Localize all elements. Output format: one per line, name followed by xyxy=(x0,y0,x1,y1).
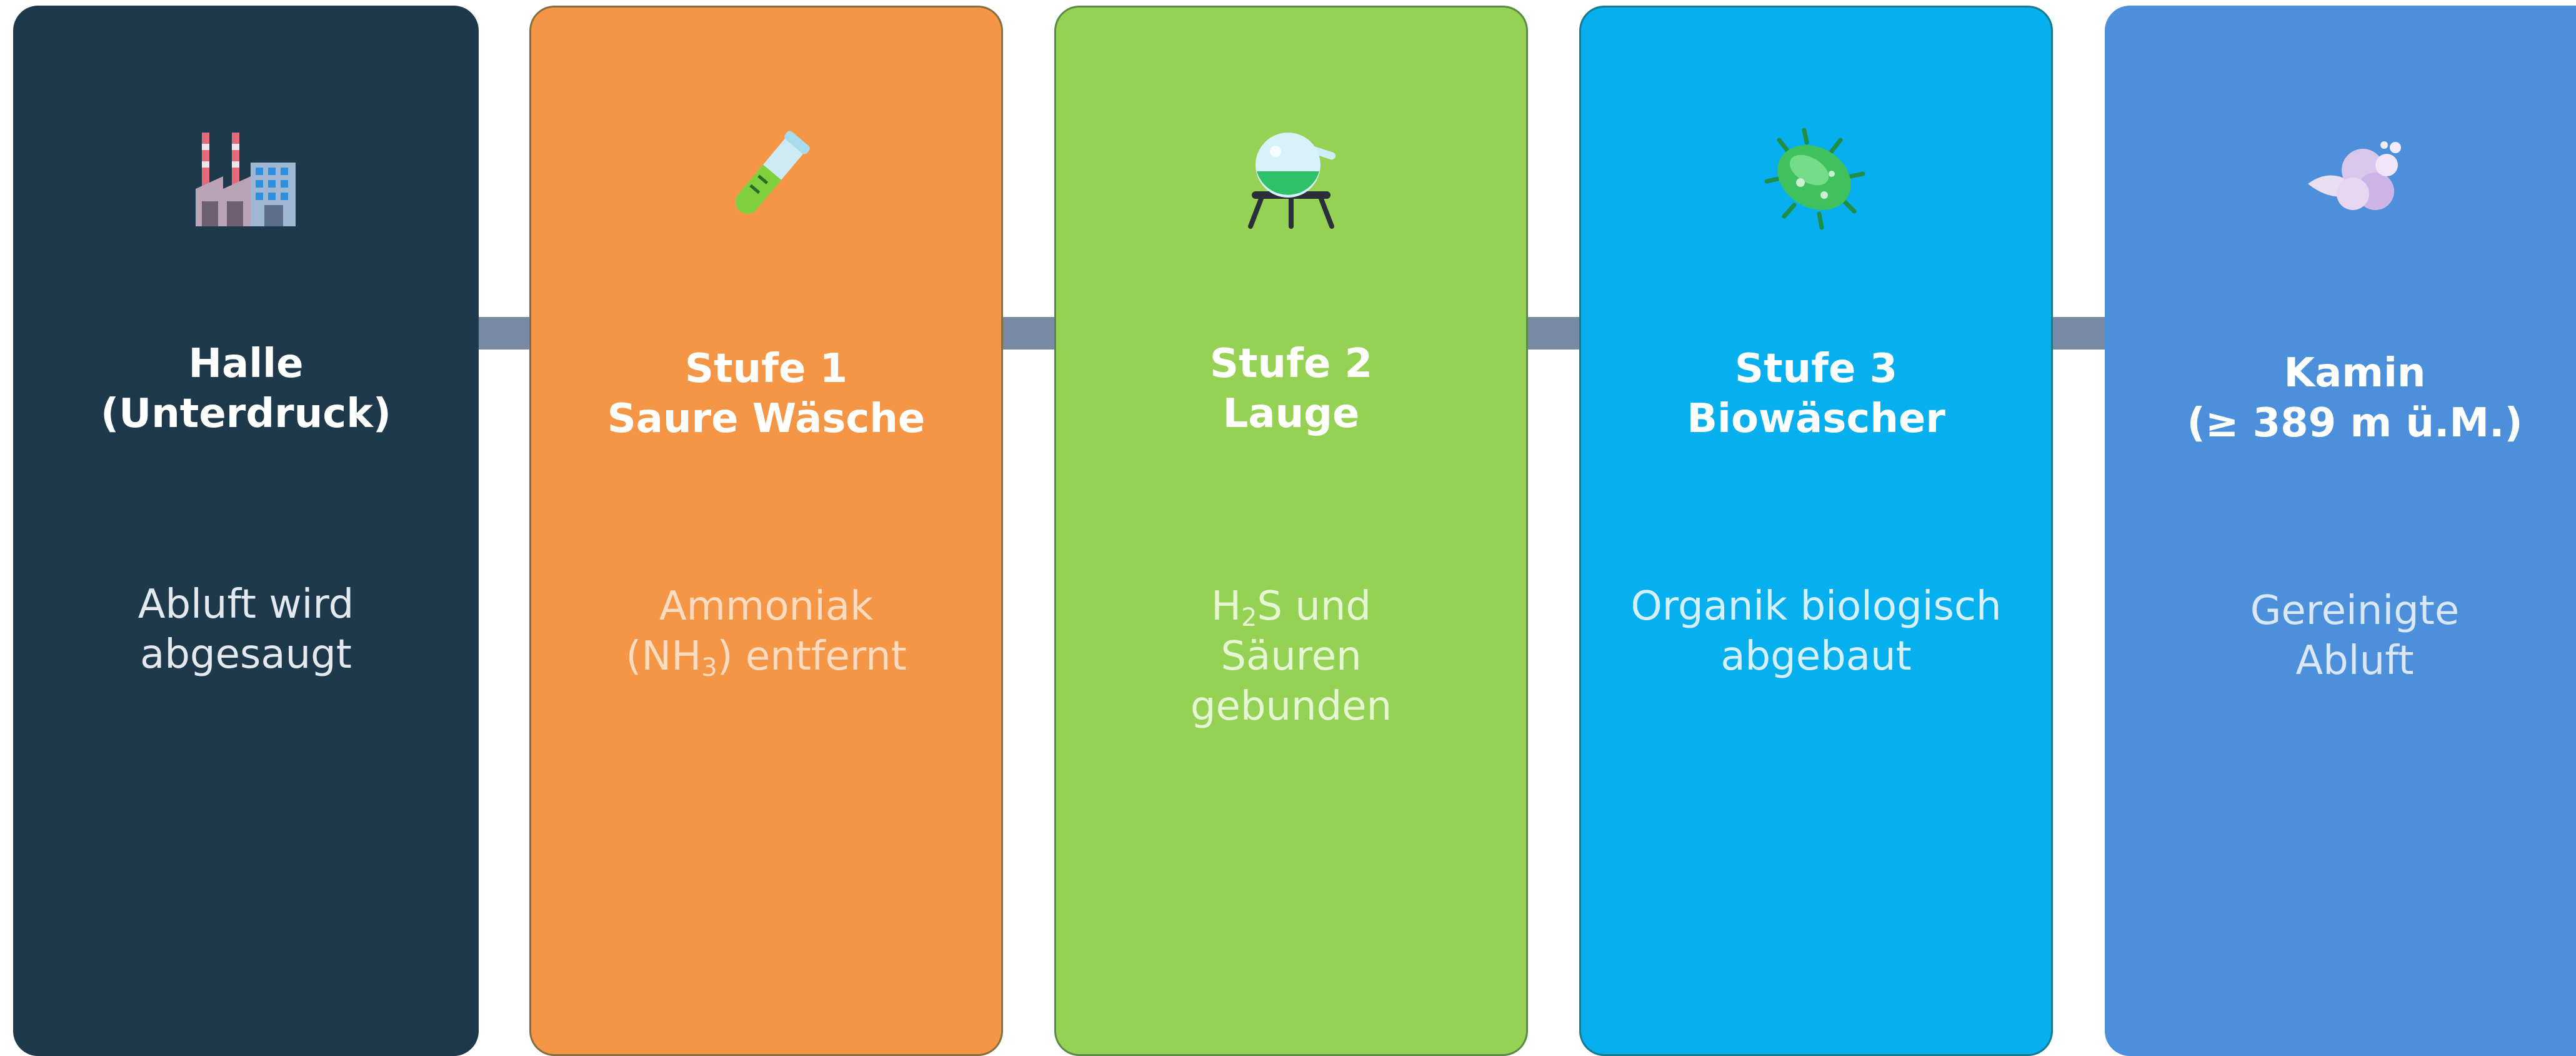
stage-title-line2: Saure Wäsche xyxy=(607,396,926,442)
stage-card-stufe-3: Stufe 3 Biowäscher Organik biologisch ab… xyxy=(1579,6,2053,1056)
stage-title-line1: Halle xyxy=(188,341,304,387)
desc-text: ) entfernt xyxy=(717,633,907,680)
connector-3-4 xyxy=(1528,317,1579,349)
smoke-cloud-icon xyxy=(2308,141,2401,210)
stage-description: Organik biologisch abgebaut xyxy=(1594,581,2039,681)
stage-desc-line1: Ammoniak xyxy=(659,583,874,630)
stage-title-line2: Biowäscher xyxy=(1687,396,1945,442)
stage-desc-line2: abgesaugt xyxy=(140,631,352,678)
connector-1-2 xyxy=(479,317,529,349)
stage-description: Ammoniak (NH3) entfernt xyxy=(544,581,989,681)
stage-title-line2: (Unterdruck) xyxy=(100,391,392,437)
stage-card-halle: Halle (Unterdruck) Abluft wird abgesaugt xyxy=(13,6,479,1056)
stage-title-line1: Stufe 2 xyxy=(1209,341,1373,387)
stage-card-stufe-2: Stufe 2 Lauge H2S und Säuren gebunden xyxy=(1054,6,1528,1056)
stage-title-line2: Lauge xyxy=(1222,391,1360,437)
stage-desc-line2: abgebaut xyxy=(1720,633,1912,680)
connector-2-3 xyxy=(1003,317,1054,349)
stage-title-line1: Kamin xyxy=(2284,350,2426,396)
stage-description: Gereinigte Abluft xyxy=(2119,586,2576,686)
desc-text: (NH xyxy=(626,633,702,680)
stage-desc-line1: H2S und xyxy=(1069,581,1514,631)
connector-4-5 xyxy=(2053,317,2105,349)
stage-card-kamin: Kamin (≥ 389 m ü.M.) Gereinigte Abluft xyxy=(2105,6,2576,1056)
desc-subscript: 2 xyxy=(1241,603,1257,632)
stage-desc-line1: Gereinigte xyxy=(2250,588,2460,634)
stage-desc-line2: (NH3) entfernt xyxy=(544,631,989,681)
stage-title: Kamin (≥ 389 m ü.M.) xyxy=(2107,348,2576,448)
flask-icon xyxy=(1248,133,1335,229)
stage-card-stufe-1: Stufe 1 Saure Wäsche Ammoniak (NH3) entf… xyxy=(529,6,1003,1056)
stage-desc-line1: Abluft wird xyxy=(137,581,354,628)
microbe-icon xyxy=(1764,128,1865,230)
stage-title: Stufe 2 Lauge xyxy=(1056,339,1526,439)
stage-desc-line3: gebunden xyxy=(1190,683,1392,730)
factory-icon xyxy=(195,133,296,226)
desc-subscript: 3 xyxy=(701,653,717,682)
stage-title: Stufe 1 Saure Wäsche xyxy=(531,344,1001,444)
stage-title-line1: Stufe 3 xyxy=(1734,346,1898,392)
stage-description: Abluft wird abgesaugt xyxy=(27,580,464,680)
stage-title: Halle (Unterdruck) xyxy=(15,339,477,439)
stage-title-line2: (≥ 389 m ü.M.) xyxy=(2187,400,2523,446)
stage-desc-line2: Abluft xyxy=(2295,638,2414,684)
stage-title: Stufe 3 Biowäscher xyxy=(1581,344,2051,444)
stage-title-line1: Stufe 1 xyxy=(684,346,848,392)
desc-text: H xyxy=(1211,583,1242,630)
stage-desc-line2: Säuren xyxy=(1221,633,1362,680)
desc-text: S und xyxy=(1257,583,1372,630)
stage-description: H2S und Säuren gebunden xyxy=(1069,581,1514,732)
test-tube-icon xyxy=(735,131,810,214)
stage-desc-line1: Organik biologisch xyxy=(1630,583,2002,630)
